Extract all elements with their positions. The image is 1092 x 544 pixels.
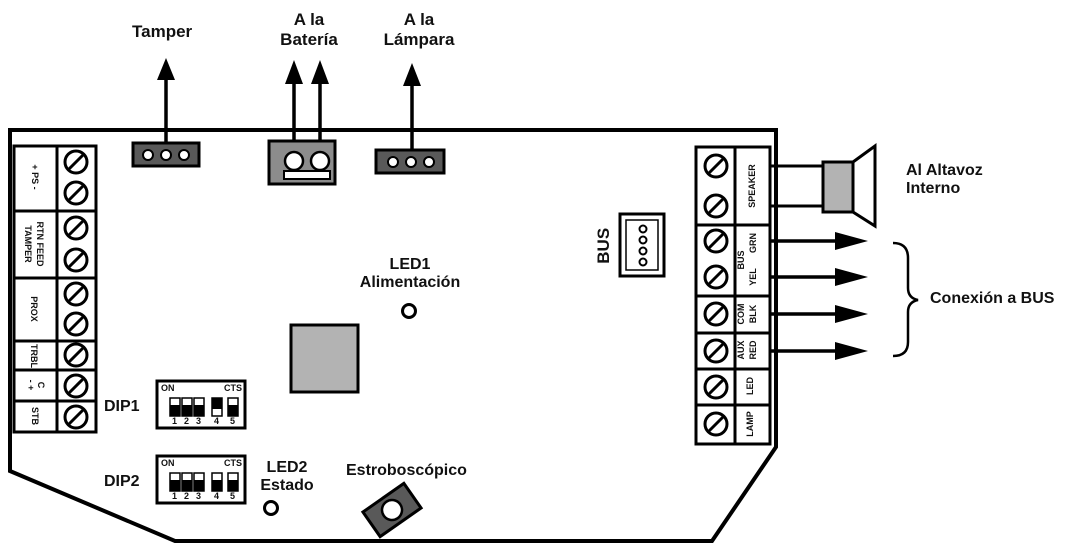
right-terminal-block (694, 145, 772, 446)
yel-label: YEL (748, 268, 758, 286)
led1-label-line2: Alimentación (359, 274, 461, 292)
rtn-feed-label: RTN FEED (35, 221, 45, 267)
dip1-num-2: 2 (184, 416, 190, 426)
board-outline (8, 128, 778, 543)
screw-icon (63, 149, 89, 430)
dip2-on-label: ON (161, 458, 175, 468)
stb-label: STB (30, 407, 40, 425)
c-label: C (36, 381, 46, 389)
strobe-connector (360, 481, 424, 539)
lamp-terminal-label: LAMP (745, 411, 755, 437)
bus-brace (892, 241, 919, 358)
dip2-num-1: 1 (172, 491, 178, 501)
bus-connector (618, 212, 666, 278)
speaker-terminal-label: SPEAKER (747, 164, 757, 208)
dip2-label: DIP2 (104, 473, 140, 490)
aux-label: AUX (736, 340, 746, 360)
battery-label: A la Batería (272, 10, 346, 49)
led2-label: LED2 Estado (252, 459, 322, 496)
red-label: RED (748, 340, 758, 360)
dip1-num-5: 5 (230, 416, 236, 426)
dip1-label: DIP1 (104, 398, 140, 415)
dip1-switch (155, 379, 247, 430)
dip1-num-3: 3 (196, 416, 202, 426)
dip2-num-3: 3 (196, 491, 202, 501)
tamper-label: Tamper (132, 22, 193, 41)
dip2-switch (155, 454, 247, 505)
screw-icon (703, 153, 729, 437)
dip2-cts-label: CTS (224, 458, 242, 468)
dip2-num-5: 5 (230, 491, 236, 501)
com-label: COM (736, 303, 746, 325)
battery-label-line2: Batería (280, 29, 338, 49)
dip2-num-2: 2 (184, 491, 190, 501)
tamper-terminal-label: TAMPER (23, 225, 33, 263)
ps-label: + PS - (30, 164, 40, 190)
trbl-label: TRBL (29, 344, 39, 368)
led2-label-line2: Estado (260, 477, 314, 495)
speaker-icon (821, 143, 877, 229)
led1-label: LED1 Alimentación (350, 256, 470, 293)
dip1-num-1: 1 (172, 416, 178, 426)
ic-chip (289, 323, 360, 394)
led2-label-line1: LED2 (266, 459, 308, 476)
led1-label-line1: LED1 (389, 256, 431, 273)
speaker-label-line1: Al Altavoz (906, 162, 983, 179)
lamp-label-line1: A la (403, 10, 435, 29)
bus-arrows (770, 239, 845, 353)
bus-label: BUS (594, 227, 614, 264)
dip1-cts-label: CTS (224, 383, 242, 393)
led1-indicator (401, 303, 417, 319)
lamp-label: A la Lámpara (378, 10, 460, 49)
dip1-on-label: ON (161, 383, 175, 393)
blk-label: BLK (748, 304, 758, 324)
battery-label-line1: A la (293, 10, 325, 29)
dip1-num-4: 4 (214, 416, 220, 426)
left-terminal-block (12, 144, 98, 434)
dip2-num-4: 4 (214, 491, 220, 501)
bus-connection-label: Conexión a BUS (930, 290, 1055, 307)
lamp-label-line2: Lámpara (383, 29, 455, 49)
led-terminal-label: LED (745, 377, 755, 395)
speaker-label: Al Altavoz Interno (906, 162, 983, 199)
led2-indicator (263, 500, 279, 516)
bus-terminal-label: BUS (736, 250, 746, 270)
grn-label: GRN (748, 233, 758, 253)
prox-label: PROX (29, 296, 39, 322)
strobe-label: Estroboscópico (346, 462, 467, 479)
speaker-label-line2: Interno (906, 180, 961, 198)
plus-minus-label: - + (26, 379, 36, 391)
